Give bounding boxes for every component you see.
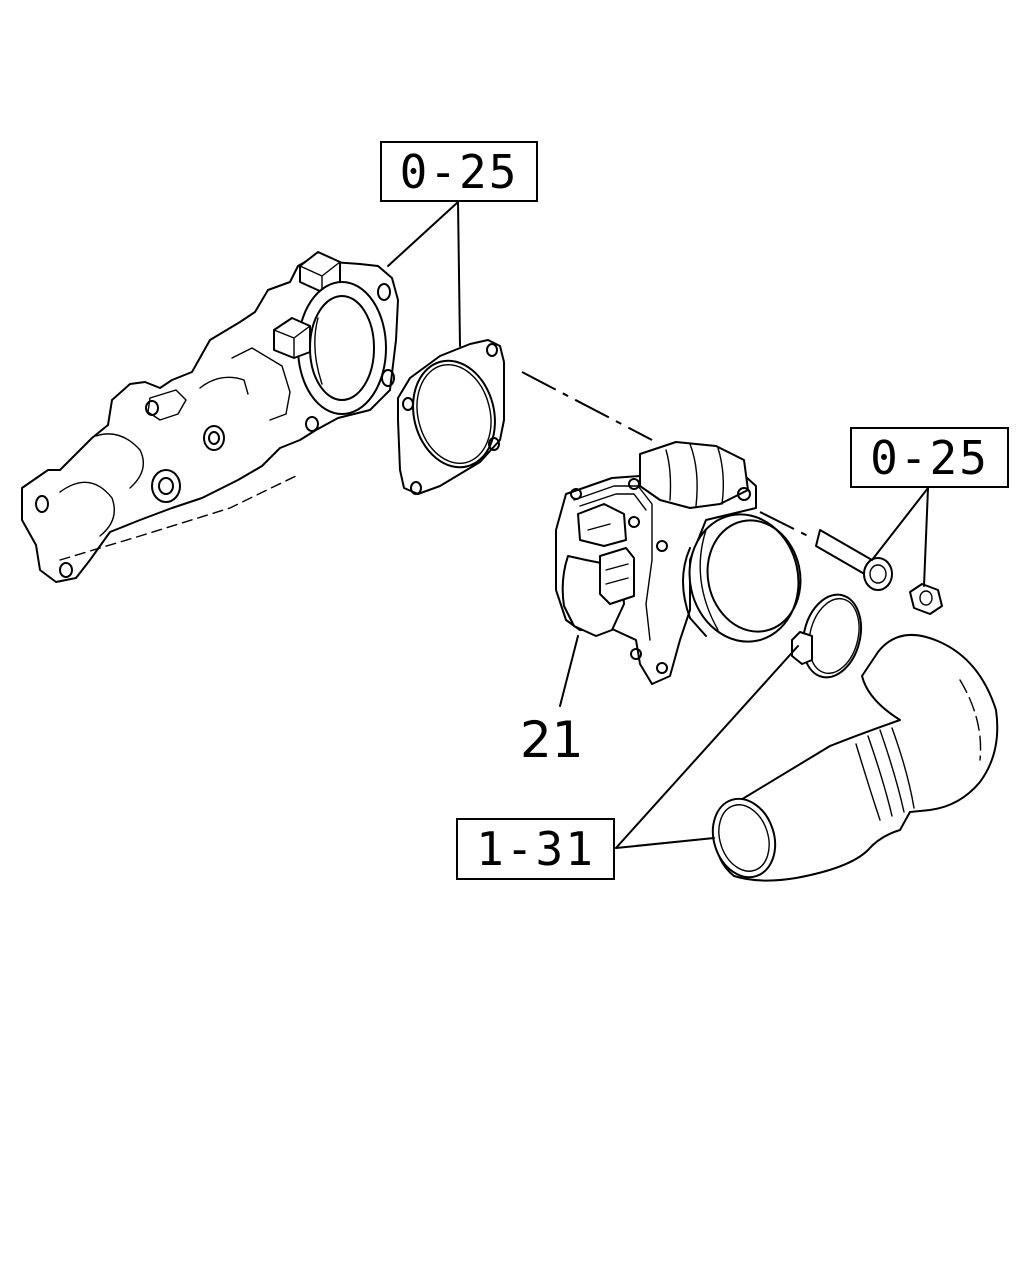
bolt-centerline <box>759 511 813 539</box>
part-ref-box-top: 0-25 <box>380 141 538 202</box>
throttle-body <box>555 441 802 685</box>
part-ref-label: 0-25 <box>399 144 519 199</box>
nut <box>909 583 943 615</box>
assembly-centerline <box>521 371 653 441</box>
callout-number-21: 21 <box>520 711 584 769</box>
air-hose <box>711 634 999 882</box>
hose-clamp <box>791 593 863 679</box>
bolt <box>815 529 893 591</box>
part-ref-label: 1-31 <box>476 822 595 876</box>
part-ref-box-right: 0-25 <box>850 427 1009 488</box>
part-ref-box-hose: 1-31 <box>456 818 615 880</box>
leader-lines <box>387 201 929 849</box>
part-ref-label: 0-25 <box>870 430 989 485</box>
intake-manifold <box>21 251 399 583</box>
gasket <box>397 339 505 495</box>
